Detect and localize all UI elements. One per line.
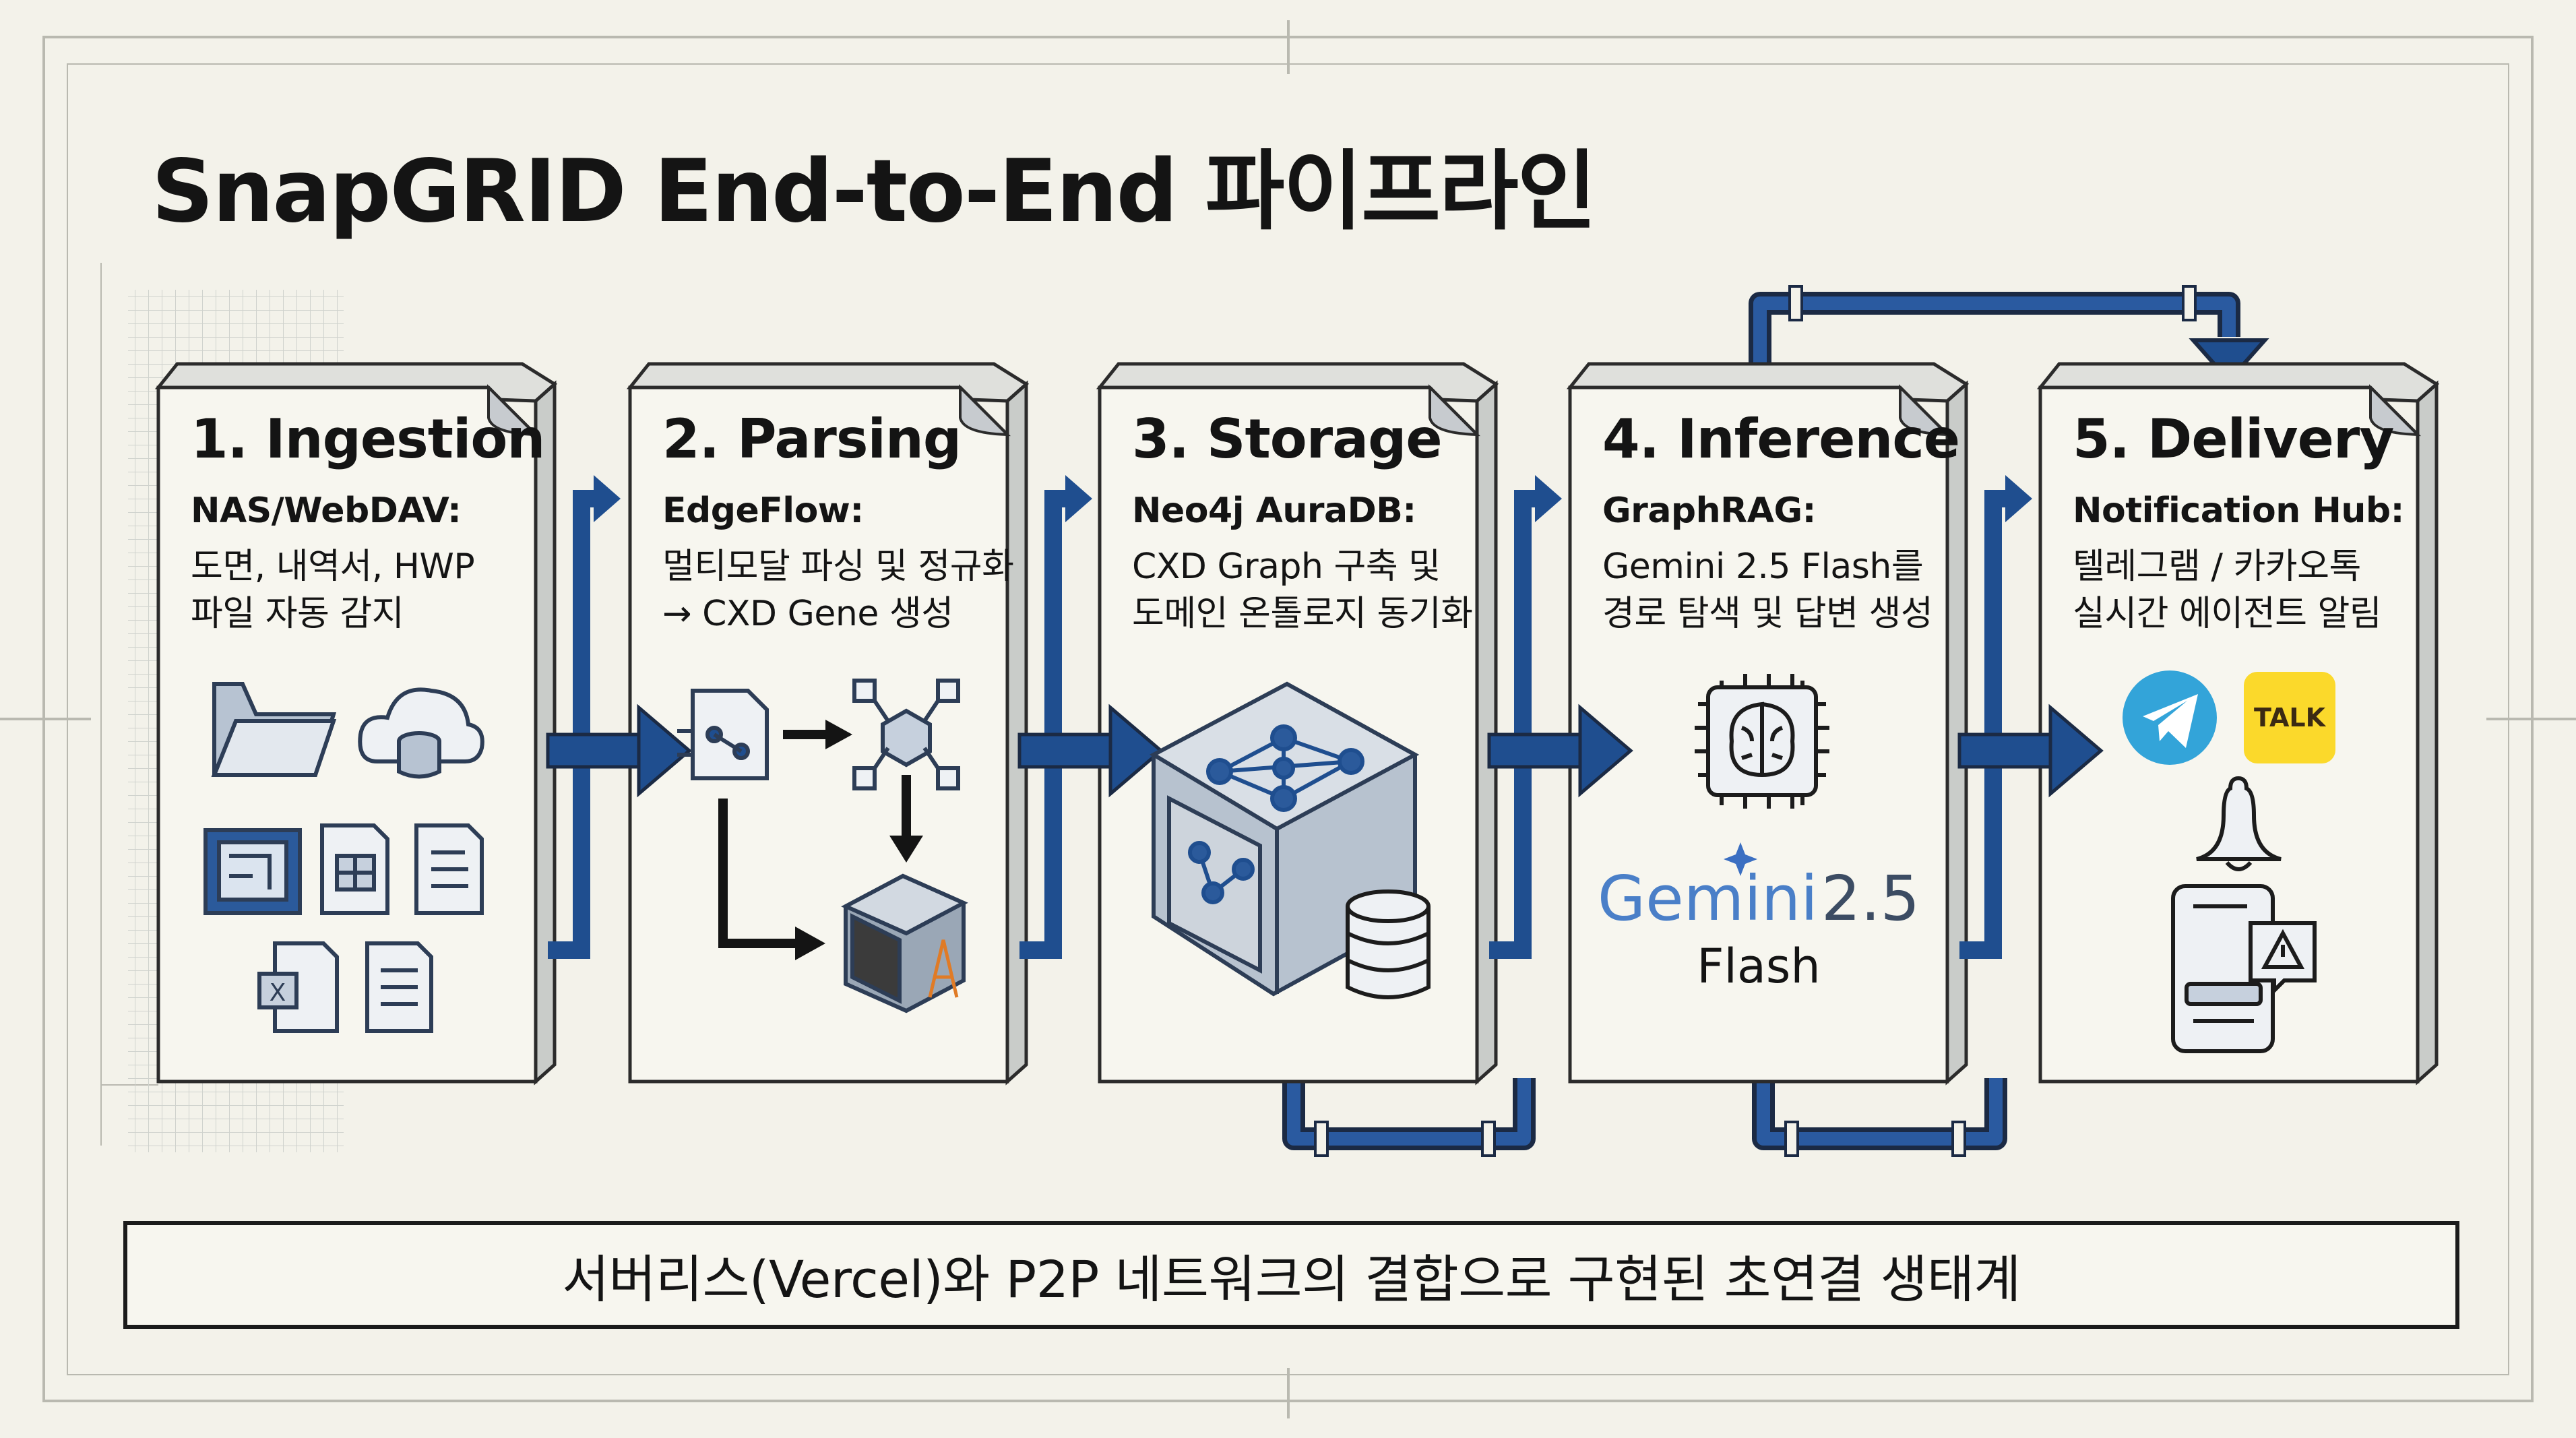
gemini-name: Gemini (1597, 863, 1818, 935)
ingestion-icons: X (203, 682, 484, 1033)
stage-heading-ingestion: NAS/WebDAV: (191, 491, 462, 531)
footer-caption: 서버리스(Vercel)와 P2P 네트워크의 결합으로 구현된 초연결 생태계 (123, 1221, 2459, 1329)
kakaotalk-label: TALK (2253, 703, 2326, 732)
text-file-icon (365, 941, 433, 1033)
node-cube-icon (852, 679, 960, 790)
stage-title-storage: 3. Storage (1132, 408, 1443, 470)
stage-heading-inference: GraphRAG: (1602, 491, 1816, 531)
stage-description-line: 텔레그램 / 카카오톡 (2073, 546, 2361, 587)
gemini-variant: Flash (1697, 939, 1821, 994)
stage-heading-storage: Neo4j AuraDB: (1132, 491, 1416, 531)
stage-description-line: CXD Graph 구축 및 (1132, 546, 1441, 587)
stage-title-parsing: 2. Parsing (662, 408, 962, 470)
stage-description-line: Gemini 2.5 Flash를 (1602, 546, 1924, 587)
flow-arrow-3-4 (1487, 475, 1633, 959)
svg-text:X: X (270, 979, 286, 1007)
folder-icon (211, 682, 337, 777)
stage-title-delivery: 5. Delivery (2073, 408, 2394, 470)
stage-description-line: 경로 탐색 및 답변 생성 (1602, 594, 1933, 634)
brain-chip-icon (1695, 674, 1829, 809)
flow-arrow-1-2 (546, 475, 692, 959)
kakaotalk-icon: TALK (2244, 672, 2335, 763)
stage-heading-parsing: EdgeFlow: (662, 491, 864, 531)
phone-alert-icon (2171, 884, 2317, 1053)
storage-icons (1149, 681, 1431, 999)
blueprint-icon (203, 828, 302, 915)
excel-icon: X (257, 941, 339, 1033)
stage-description-line: 도면, 내역서, HWP (191, 546, 475, 587)
stage-description-line: 멀티모달 파싱 및 정규화 (662, 546, 1014, 587)
gene-cube-icon (841, 873, 968, 1013)
stage-heading-delivery: Notification Hub: (2073, 491, 2404, 531)
parsing-icons (677, 679, 968, 1013)
gemini-logo: Gemini 2.5 Flash (1570, 863, 1947, 994)
stage-title-ingestion: 1. Ingestion (191, 408, 545, 470)
delivery-down-arrow (2189, 338, 2269, 384)
stage-description-line: 도메인 온톨로지 동기화 (1132, 594, 1473, 634)
database-icon (1346, 889, 1431, 999)
flow-arrow-4-5 (1957, 475, 2104, 959)
stage-arrows (546, 475, 2104, 959)
stage-description-line: → CXD Gene 생성 (662, 594, 953, 634)
gemini-version: 2.5 (1821, 863, 1920, 935)
stage-title-inference: 4. Inference (1602, 408, 1960, 470)
cloud-database-icon (358, 687, 484, 779)
page-title: SnapGRID End-to-End 파이프라인 (152, 142, 1596, 242)
telegram-icon (2123, 670, 2217, 765)
flow-arrow-2-3 (1017, 475, 1164, 959)
document-icon (414, 823, 484, 915)
stage-card-delivery (2036, 362, 2440, 1086)
spreadsheet-icon (320, 823, 389, 915)
gemini-sparkle-icon (1724, 842, 1757, 876)
bell-icon (2196, 776, 2282, 871)
document-parse-icon (677, 689, 769, 780)
stage-description-line: 실시간 에이전트 알림 (2073, 594, 2382, 634)
blueprint-frame (0, 20, 2576, 1418)
stage-description-line: 파일 자동 감지 (191, 594, 404, 634)
